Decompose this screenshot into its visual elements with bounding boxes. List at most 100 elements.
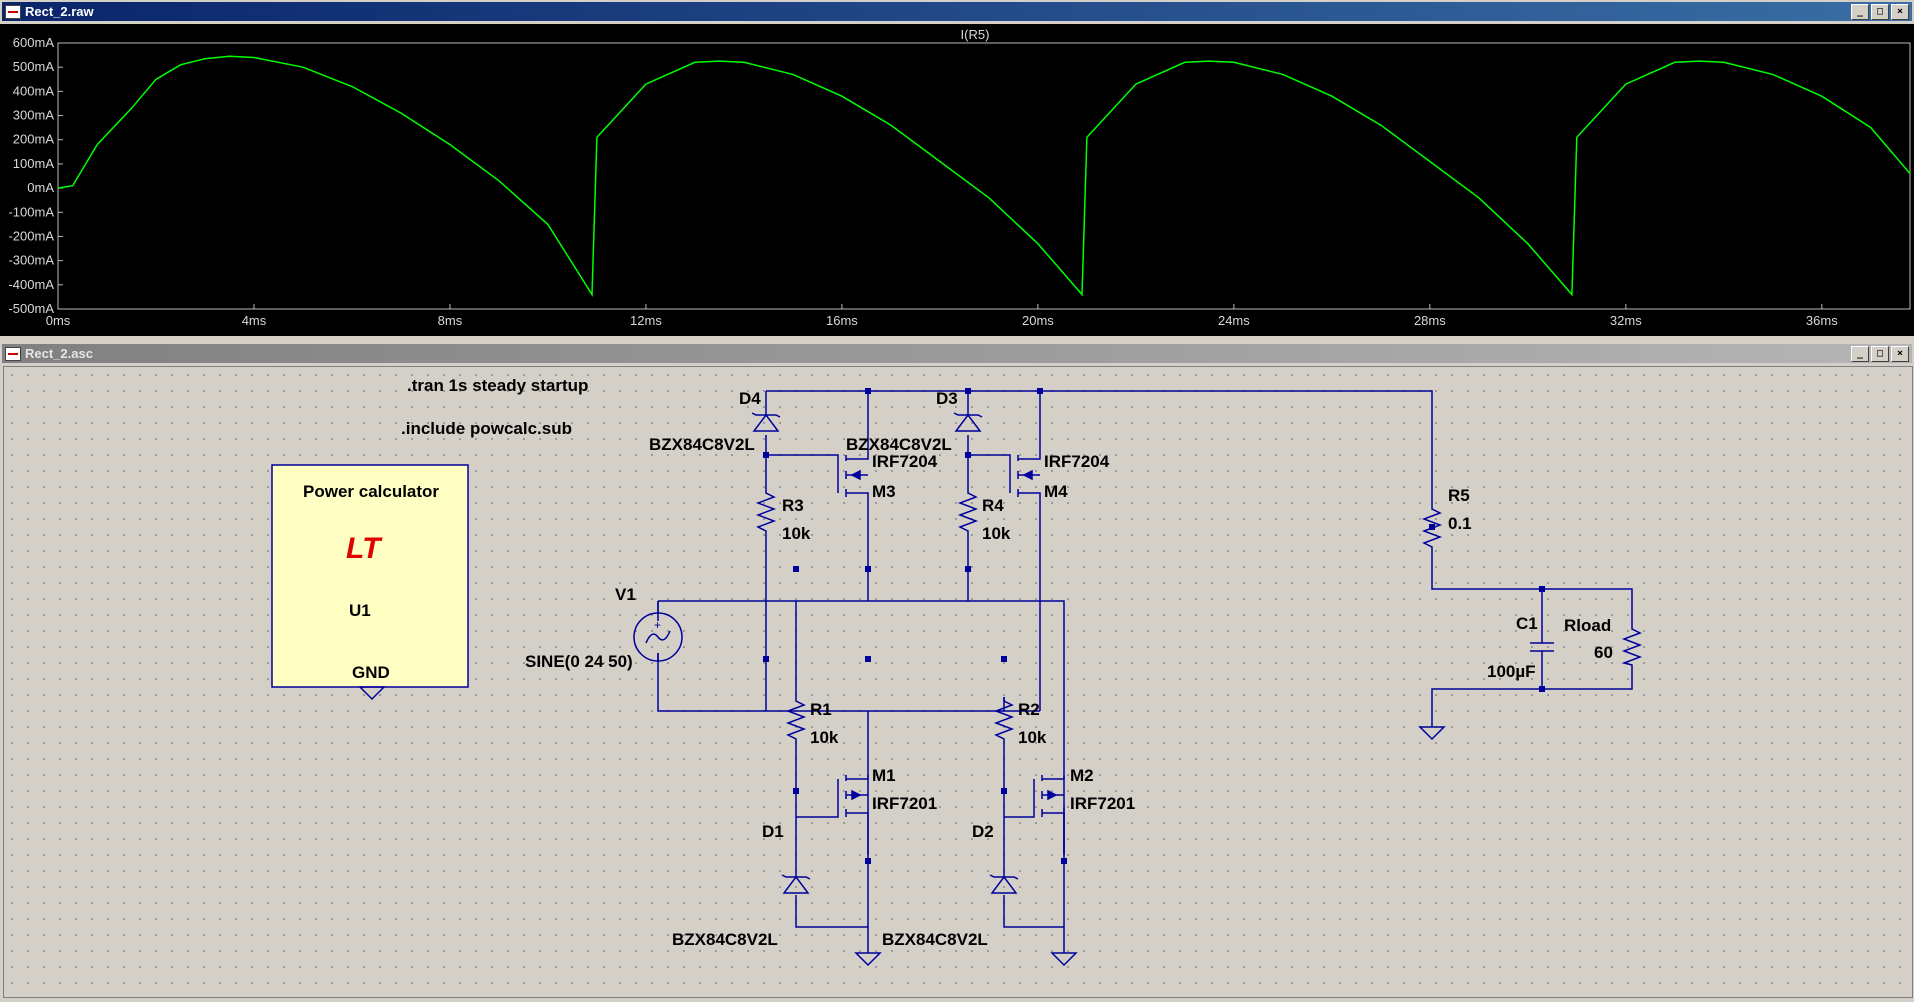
resistor-r2-icon[interactable]: [993, 697, 1015, 743]
directive-tran[interactable]: .tran 1s steady startup: [407, 376, 588, 395]
resistor-r4-icon[interactable]: [957, 489, 979, 533]
trace-name-label[interactable]: I(R5): [961, 27, 990, 42]
label-r4[interactable]: R4: [982, 496, 1004, 515]
schematic-app-icon: [5, 346, 21, 361]
label-r1-value[interactable]: 10k: [810, 728, 839, 747]
label-m1[interactable]: M1: [872, 766, 896, 785]
wires[interactable]: [657, 390, 1633, 953]
y-tick-label: 100mA: [13, 156, 55, 171]
y-tick-label: -300mA: [8, 253, 54, 268]
label-r3[interactable]: R3: [782, 496, 804, 515]
label-r5[interactable]: R5: [1448, 486, 1470, 505]
label-r2-value[interactable]: 10k: [1018, 728, 1047, 747]
label-c1[interactable]: C1: [1516, 614, 1538, 633]
ground-icon[interactable]: [1050, 952, 1078, 967]
x-tick-label: 0ms: [46, 313, 71, 328]
resistor-r3-icon[interactable]: [755, 489, 777, 533]
wire-d1-bottom[interactable]: [795, 895, 869, 953]
wire-node-a[interactable]: [658, 600, 1065, 855]
label-v1[interactable]: V1: [615, 585, 636, 604]
mosfet-m3-icon[interactable]: [837, 455, 869, 497]
label-r5-value[interactable]: 0.1: [1448, 514, 1472, 533]
zener-d3-icon[interactable]: [953, 407, 983, 432]
label-r2[interactable]: R2: [1018, 700, 1040, 719]
wire-top-rail[interactable]: [766, 390, 1433, 505]
label-m1-part[interactable]: IRF7201: [872, 794, 937, 813]
label-d1[interactable]: D1: [762, 822, 784, 841]
label-rload-value[interactable]: 60: [1594, 643, 1613, 662]
label-r4-value[interactable]: 10k: [982, 524, 1011, 543]
ground-icon[interactable]: [1418, 726, 1446, 741]
zener-d2-icon[interactable]: [989, 867, 1019, 894]
label-d4[interactable]: D4: [739, 389, 761, 408]
waveform-app-icon: [5, 4, 21, 19]
label-d2-part[interactable]: BZX84C8V2L: [882, 930, 988, 949]
label-d1-part[interactable]: BZX84C8V2L: [672, 930, 778, 949]
schematic-titlebar[interactable]: Rect_2.asc _ □ ×: [2, 344, 1912, 363]
mosfet-m1-icon[interactable]: [837, 775, 869, 837]
y-tick-label: 600mA: [13, 35, 55, 50]
voltage-source-v1-icon[interactable]: +: [633, 601, 683, 662]
mosfet-m2-icon[interactable]: [1033, 775, 1065, 837]
label-m3[interactable]: M3: [872, 482, 896, 501]
wire-return[interactable]: [1431, 667, 1633, 727]
zener-d4-icon[interactable]: [751, 407, 781, 432]
resistor-r5-icon[interactable]: [1421, 505, 1443, 555]
resistor-r1-icon[interactable]: [785, 697, 807, 743]
power-calculator-block[interactable]: Power calculator LT U1 GND: [271, 464, 469, 701]
wire-m2-gate[interactable]: [1004, 813, 1035, 818]
x-tick-label: 20ms: [1022, 313, 1054, 328]
x-tick-label: 16ms: [826, 313, 858, 328]
schematic-svg[interactable]: .tran 1s steady startup .include powcalc…: [4, 367, 1912, 997]
label-d2[interactable]: D2: [972, 822, 994, 841]
label-m4[interactable]: M4: [1044, 482, 1068, 501]
wire-m1-gate[interactable]: [796, 813, 839, 818]
waveform-titlebar[interactable]: Rect_2.raw _ □ ×: [2, 2, 1912, 21]
label-m3-part[interactable]: IRF7204: [872, 452, 938, 471]
schematic-canvas[interactable]: .tran 1s steady startup .include powcalc…: [3, 366, 1913, 998]
y-tick-label: -400mA: [8, 277, 54, 292]
zener-d1-icon[interactable]: [781, 867, 811, 894]
y-tick-label: 200mA: [13, 132, 55, 147]
label-d3[interactable]: D3: [936, 389, 958, 408]
capacitor-c1-icon[interactable]: [1530, 642, 1554, 652]
label-d4-part[interactable]: BZX84C8V2L: [649, 435, 755, 454]
maximize-button[interactable]: □: [1871, 4, 1889, 20]
wire-m3-gate[interactable]: [765, 435, 839, 459]
wire-node-b[interactable]: [657, 653, 1040, 712]
close-button[interactable]: ×: [1891, 4, 1909, 20]
wire-r5-out[interactable]: [1431, 555, 1633, 625]
label-v1-value[interactable]: SINE(0 24 50): [525, 652, 633, 671]
label-m2-part[interactable]: IRF7201: [1070, 794, 1135, 813]
power-block-title: Power calculator: [303, 482, 439, 501]
label-m4-part[interactable]: IRF7204: [1044, 452, 1110, 471]
svg-text:+: +: [654, 618, 661, 632]
label-m2[interactable]: M2: [1070, 766, 1094, 785]
minimize-button[interactable]: _: [1851, 4, 1869, 20]
schematic-close-button[interactable]: ×: [1891, 346, 1909, 362]
schematic-maximize-button[interactable]: □: [1871, 346, 1889, 362]
label-r1[interactable]: R1: [810, 700, 832, 719]
x-tick-label: 36ms: [1806, 313, 1838, 328]
schematic-minimize-button[interactable]: _: [1851, 346, 1869, 362]
label-d3-part[interactable]: BZX84C8V2L: [846, 435, 952, 454]
label-rload[interactable]: Rload: [1564, 616, 1611, 635]
resistor-rload-icon[interactable]: [1621, 625, 1643, 667]
wire-m4-gate[interactable]: [967, 435, 1011, 459]
label-r3-value[interactable]: 10k: [782, 524, 811, 543]
lt-logo-icon: LT: [346, 532, 383, 565]
directive-include[interactable]: .include powcalc.sub: [401, 419, 572, 438]
ground-icon[interactable]: [854, 952, 882, 967]
y-tick-label: 0mA: [27, 180, 54, 195]
power-block-pin: GND: [352, 663, 390, 682]
x-tick-label: 4ms: [242, 313, 267, 328]
waveform-plot-svg[interactable]: I(R5) 600mA500mA400mA300mA200mA100mA0mA-…: [0, 24, 1914, 336]
x-tick-label: 24ms: [1218, 313, 1250, 328]
x-tick-label: 8ms: [438, 313, 463, 328]
trace-i-r5[interactable]: [57, 55, 1911, 297]
label-c1-value[interactable]: 100µF: [1487, 662, 1536, 681]
wire-d2-bottom[interactable]: [1003, 895, 1065, 953]
mosfet-m4-icon[interactable]: [1009, 455, 1041, 497]
